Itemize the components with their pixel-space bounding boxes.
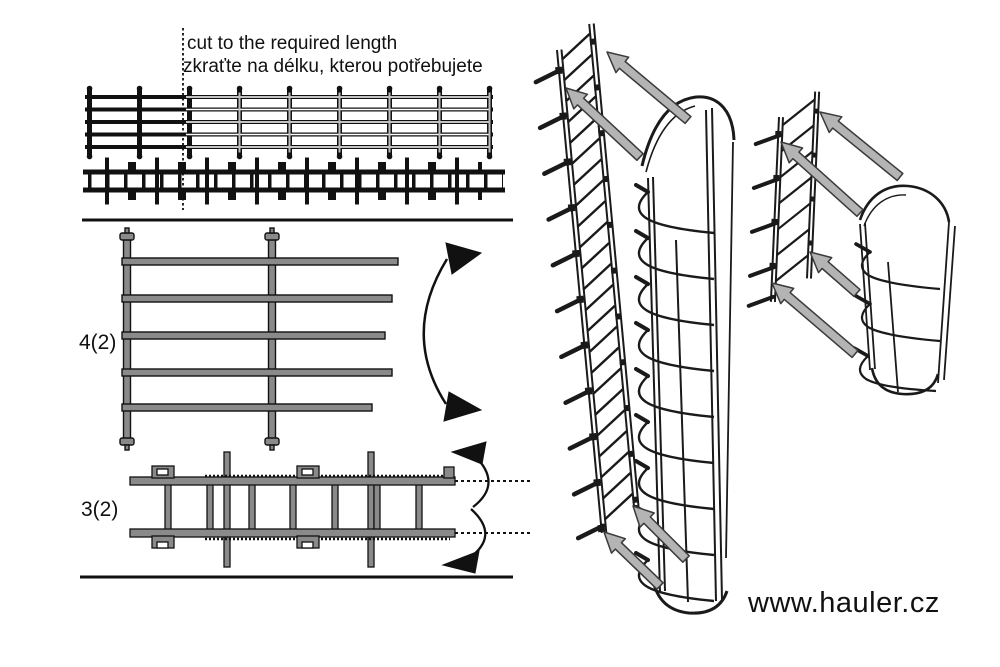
ladder-clip-plates: [555, 66, 606, 538]
assembly-arrow: [606, 51, 692, 125]
part-3-label: 3(2): [81, 498, 119, 521]
assembly-arrow: [565, 87, 644, 162]
cage-bottom-curve: [651, 579, 729, 615]
large-ladder: [533, 23, 640, 541]
part-4-label: 4(2): [79, 331, 117, 354]
assembly-arrow: [780, 141, 864, 218]
small-ladder: [746, 91, 821, 308]
flip-arrowhead-top: [450, 441, 487, 465]
part-4-drawing: [119, 227, 399, 451]
assembly-small: [746, 91, 956, 396]
top-view-cage-strip: [85, 85, 496, 160]
assembly-arrow: [603, 531, 664, 590]
flip-part-arrows: [441, 441, 533, 574]
assembly-arrow: [809, 251, 861, 298]
rotate-part-arrow: [422, 242, 483, 422]
ladder-clip-plates-right: [589, 38, 639, 505]
cut-note-cs: zkraťte na délku, kterou potřebujete: [183, 56, 483, 77]
ladder-wall-pins: [746, 133, 783, 308]
website-url: www.hauler.cz: [748, 587, 940, 619]
rotate-arrowhead-bottom: [443, 391, 483, 422]
assembly-arrow: [771, 282, 859, 359]
flip-arrowhead-bottom: [441, 550, 480, 574]
assembly-arrow: [819, 111, 904, 182]
cage-hoops: [637, 191, 715, 603]
large-cage: [634, 95, 736, 615]
top-view-ladder-strip: [83, 157, 505, 205]
assembly-arrows-small: [771, 111, 904, 359]
cage-hoops: [858, 251, 941, 393]
cage-bottom-curve: [870, 367, 940, 396]
assembly-arrows-large: [565, 51, 692, 590]
part-3-drawing: [129, 451, 456, 568]
assembly-arrow: [632, 505, 690, 563]
cut-note-en: cut to the required length: [187, 33, 398, 54]
small-cage: [852, 184, 956, 396]
rotate-arrowhead-top: [445, 242, 483, 275]
assembly-large: [533, 23, 736, 615]
ladder-wall-pins: [533, 67, 606, 541]
